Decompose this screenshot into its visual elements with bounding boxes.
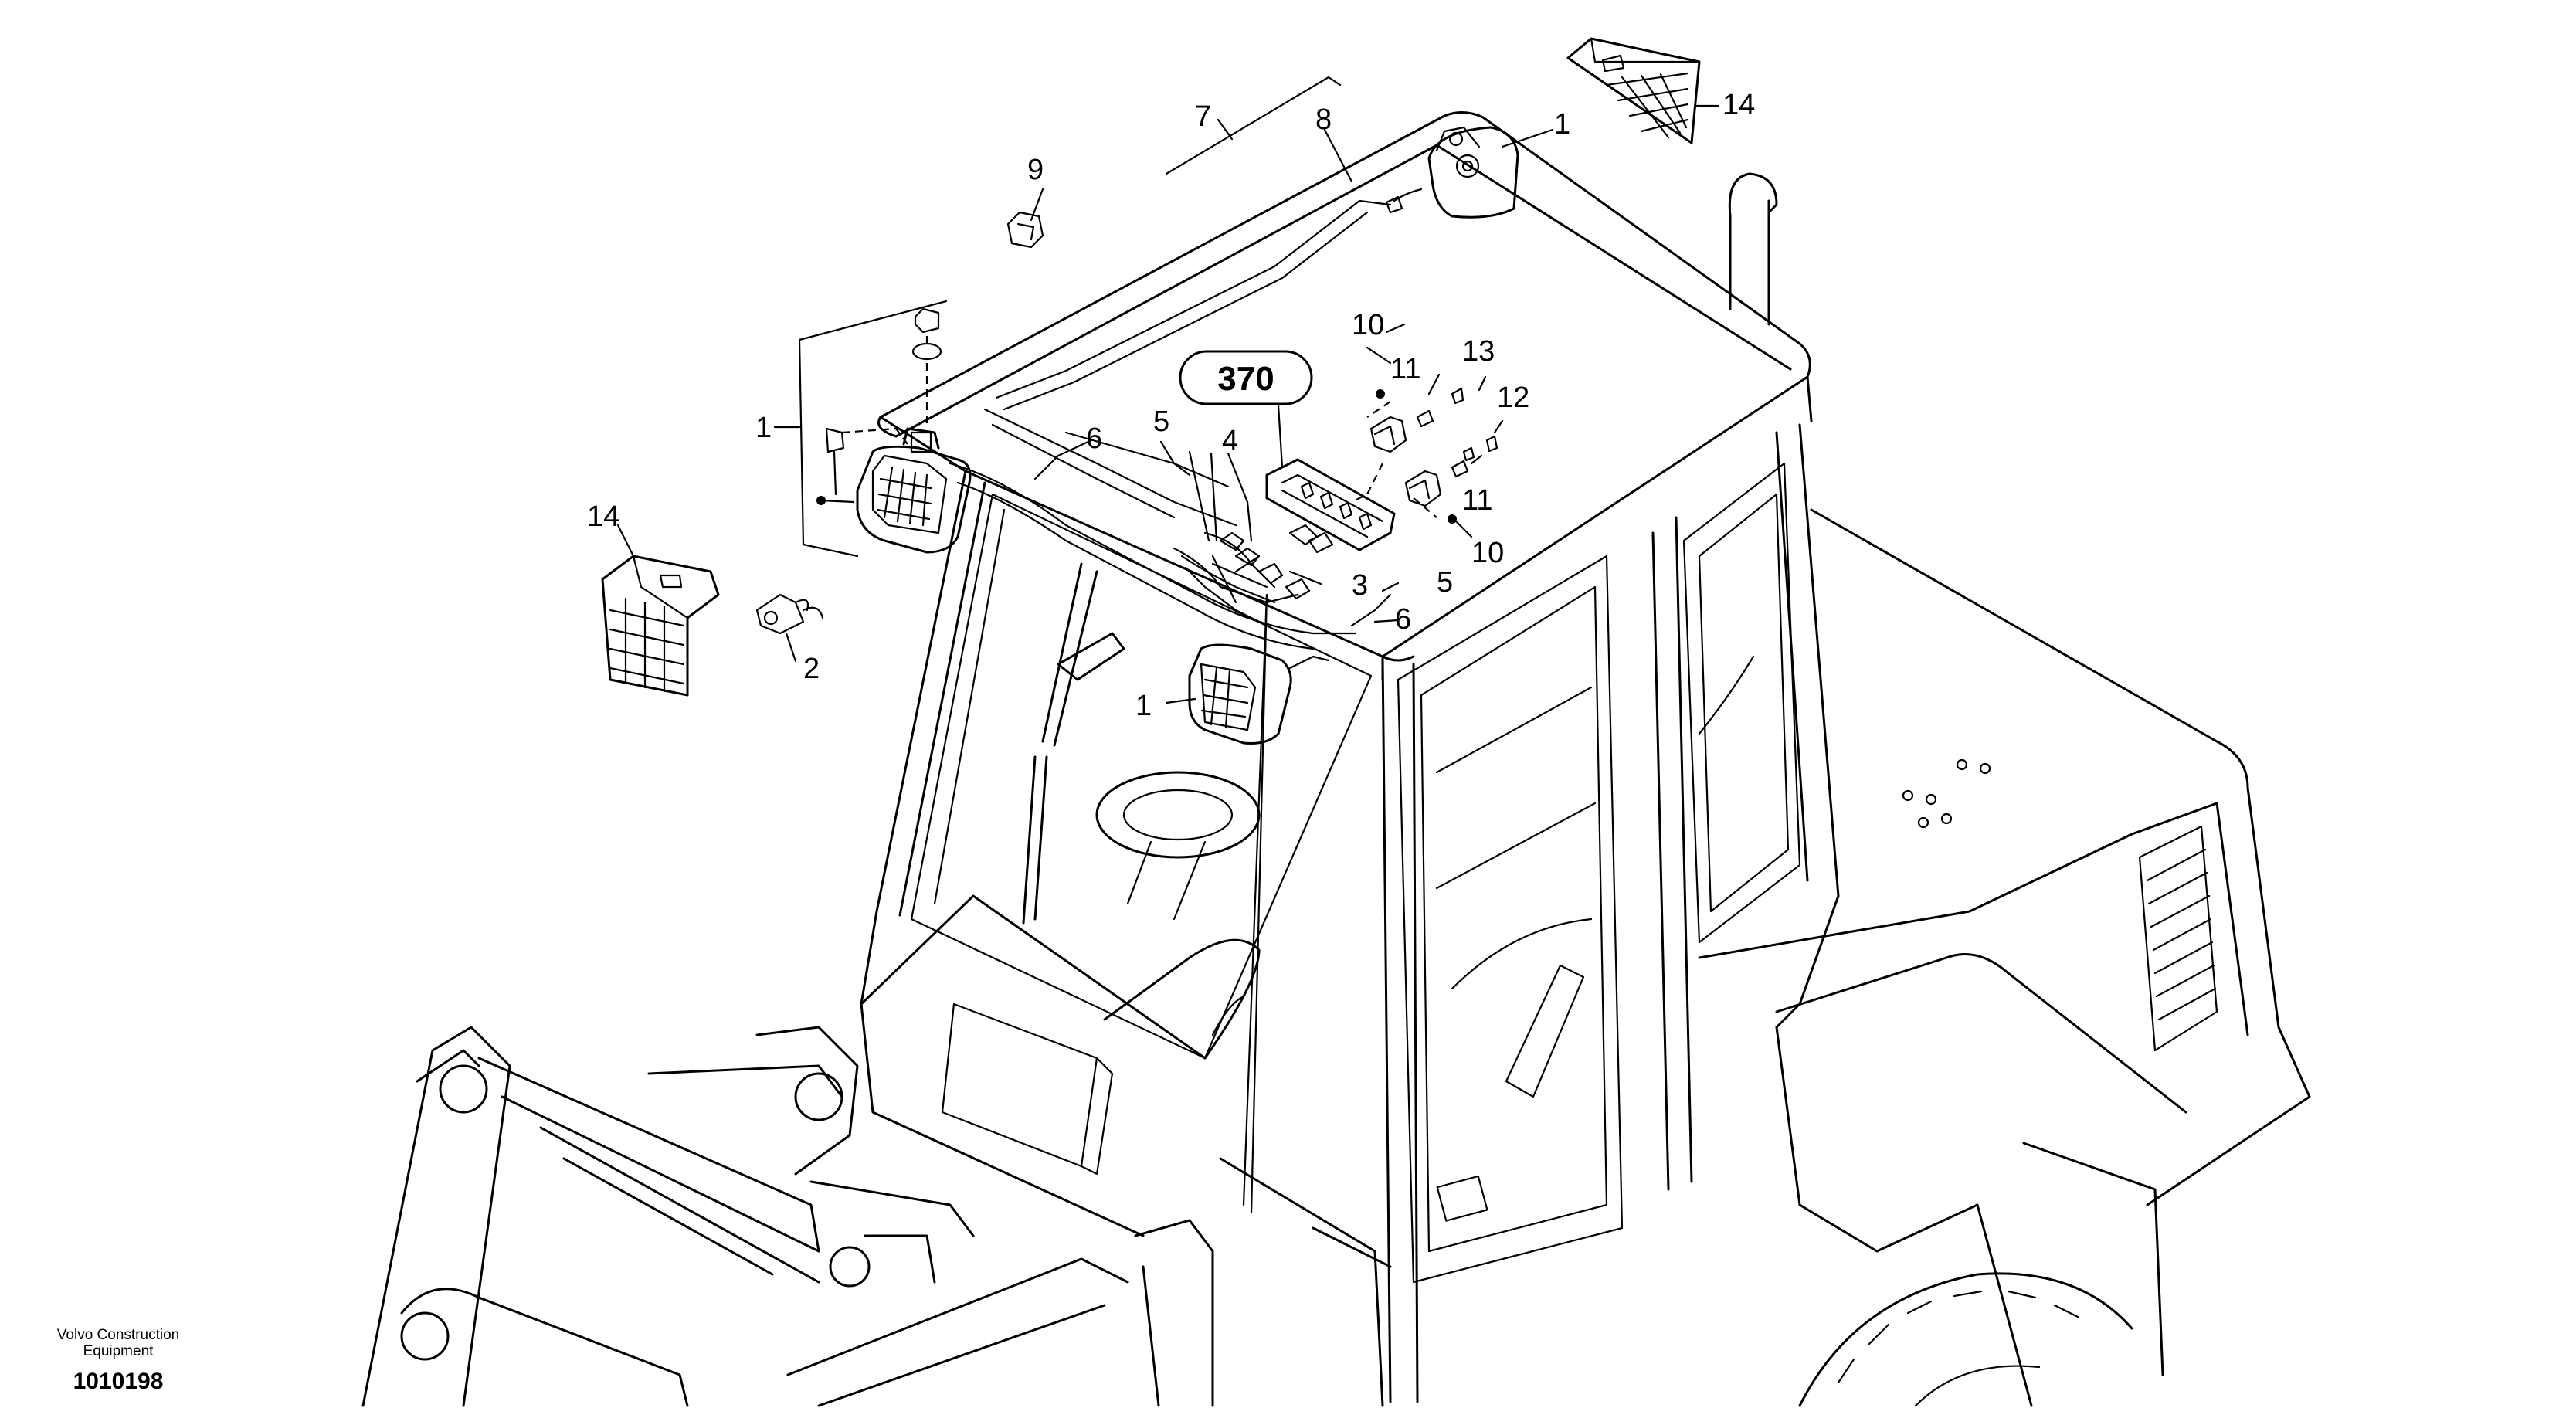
loader-arms — [361, 1026, 1214, 1407]
callout-5-upper: 5 — [1153, 405, 1169, 438]
cab-roof — [877, 111, 1813, 681]
footer-company: Volvo Construction Equipment — [29, 1327, 207, 1359]
reflector-top-right — [1566, 37, 1701, 144]
drawing-id: 1010198 — [73, 1369, 164, 1394]
callout-3: 3 — [1352, 569, 1368, 602]
callout-labels: 1 1 1 2 3 4 5 5 6 6 7 8 9 10 10 11 11 12… — [587, 89, 1755, 722]
callout-11-upper: 11 — [1390, 353, 1420, 385]
work-light-center — [1188, 643, 1330, 745]
front-body — [860, 894, 1392, 1407]
callout-14-left: 14 — [587, 500, 619, 533]
reflector-left — [601, 555, 720, 697]
callout-8: 8 — [1315, 103, 1332, 136]
reference-370-label: 370 — [1217, 360, 1274, 398]
callout-10-upper: 10 — [1352, 309, 1384, 341]
reference-370-marker: 370 — [1179, 350, 1313, 405]
leader-lines — [616, 76, 1720, 1214]
callout-4: 4 — [1222, 425, 1238, 457]
callout-2: 2 — [803, 653, 820, 685]
callout-9: 9 — [1027, 154, 1044, 186]
callout-10-lower: 10 — [1471, 537, 1504, 569]
exhaust-pipe — [1728, 172, 1778, 326]
callout-1-left: 1 — [755, 412, 772, 444]
callout-12: 12 — [1497, 382, 1529, 414]
rear-window — [1682, 462, 1801, 944]
callout-13: 13 — [1462, 335, 1495, 368]
callout-1-top: 1 — [1554, 108, 1570, 141]
switch-panel — [1180, 458, 1396, 627]
clip-part-9 — [1006, 211, 1044, 249]
engine-hood — [1698, 508, 2311, 1407]
company-line-1: Volvo Construction — [56, 1327, 180, 1343]
callout-7: 7 — [1195, 100, 1211, 133]
company-line-2: Equipment — [83, 1343, 154, 1359]
cab-frame — [860, 423, 1840, 1403]
callout-5-lower: 5 — [1437, 566, 1453, 599]
work-light-rear — [1385, 126, 1519, 219]
callout-1-bottom: 1 — [1135, 690, 1152, 722]
rocker-switches — [1351, 387, 1498, 524]
side-door — [1397, 555, 1624, 1284]
wire-harness-roof — [949, 199, 1392, 650]
callout-11-lower: 11 — [1462, 484, 1492, 517]
work-light-left — [856, 427, 972, 554]
callout-14-top: 14 — [1722, 89, 1755, 121]
callout-6-upper: 6 — [1086, 422, 1102, 455]
rear-wheel — [1798, 1272, 2133, 1407]
callout-6-lower: 6 — [1395, 603, 1411, 636]
mounting-hardware — [798, 300, 948, 558]
socket-part-2 — [755, 593, 824, 635]
